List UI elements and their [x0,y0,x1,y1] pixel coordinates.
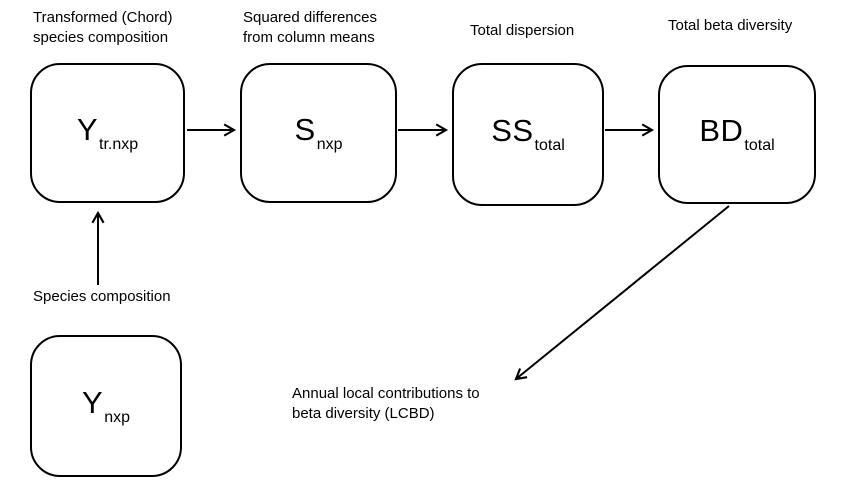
node-transformed-species-composition: Y tr.nxp [30,63,185,203]
node-subscript: total [744,137,775,154]
caption-species-composition: Species composition [33,287,171,307]
caption-total-beta-diversity: Total beta diversity [668,16,792,36]
caption-line: species composition [33,29,169,46]
node-formula: Y tr.nxp [76,111,138,153]
caption-line: Total dispersion [470,22,575,39]
node-species-composition: Y nxp [30,335,182,477]
node-formula: SS total [491,113,565,154]
caption-line: Squared differences [243,9,377,26]
node-symbol: Y [76,111,99,147]
node-formula: Y nxp [82,384,130,426]
node-symbol: Y [82,384,104,420]
caption-line: Total beta diversity [668,17,793,34]
caption-squared-differences: Squared differences from column means [243,8,377,48]
node-subscript: nxp [104,408,130,426]
caption-line: Species composition [33,288,171,305]
node-formula: S nxp [294,111,343,153]
annotation-line: beta diversity (LCBD) [292,405,435,422]
caption-transformed-species-composition: Transformed (Chord) species composition [33,8,172,48]
caption-line: from column means [243,29,375,46]
node-total-beta-diversity: BD total [658,65,816,204]
annotation-lcbd: Annual local contributions to beta diver… [292,384,480,424]
node-subscript: total [534,137,565,154]
node-subscript: nxp [316,135,343,153]
caption-total-dispersion: Total dispersion [470,21,574,41]
node-subscript: tr.nxp [99,135,139,153]
node-symbol: BD [699,113,744,148]
node-symbol: SS [491,113,534,148]
caption-line: Transformed (Chord) [33,9,173,26]
node-total-dispersion: SS total [452,63,604,206]
arrow-bd-to-lcbd [514,205,730,381]
annotation-line: Annual local contributions to [292,385,480,402]
node-symbol: S [294,111,316,147]
node-squared-differences: S nxp [240,63,397,203]
node-formula: BD total [699,113,774,154]
